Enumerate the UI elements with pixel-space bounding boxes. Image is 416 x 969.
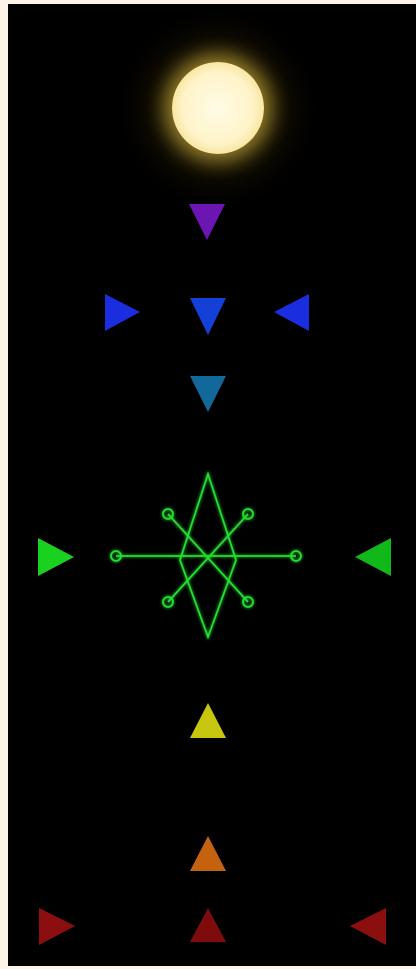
hexagram-sigil-icon [111, 474, 301, 637]
blue-left-triangle-icon [274, 294, 309, 331]
teal-down-triangle-icon [190, 376, 226, 412]
dark-canvas [8, 4, 416, 966]
violet-down-triangle-icon [189, 204, 225, 240]
symbol-layer [8, 4, 416, 966]
blue-down-triangle-icon [190, 298, 226, 335]
red-left-triangle-icon [350, 908, 386, 945]
green-right-triangle-icon [38, 538, 74, 576]
red-up-triangle-icon [190, 908, 226, 942]
red-right-triangle-icon [39, 908, 75, 945]
orange-up-triangle-icon [190, 836, 226, 871]
yellow-up-triangle-icon [190, 703, 226, 738]
blue-right-triangle-icon [105, 294, 140, 331]
green-left-triangle-icon [355, 538, 391, 576]
